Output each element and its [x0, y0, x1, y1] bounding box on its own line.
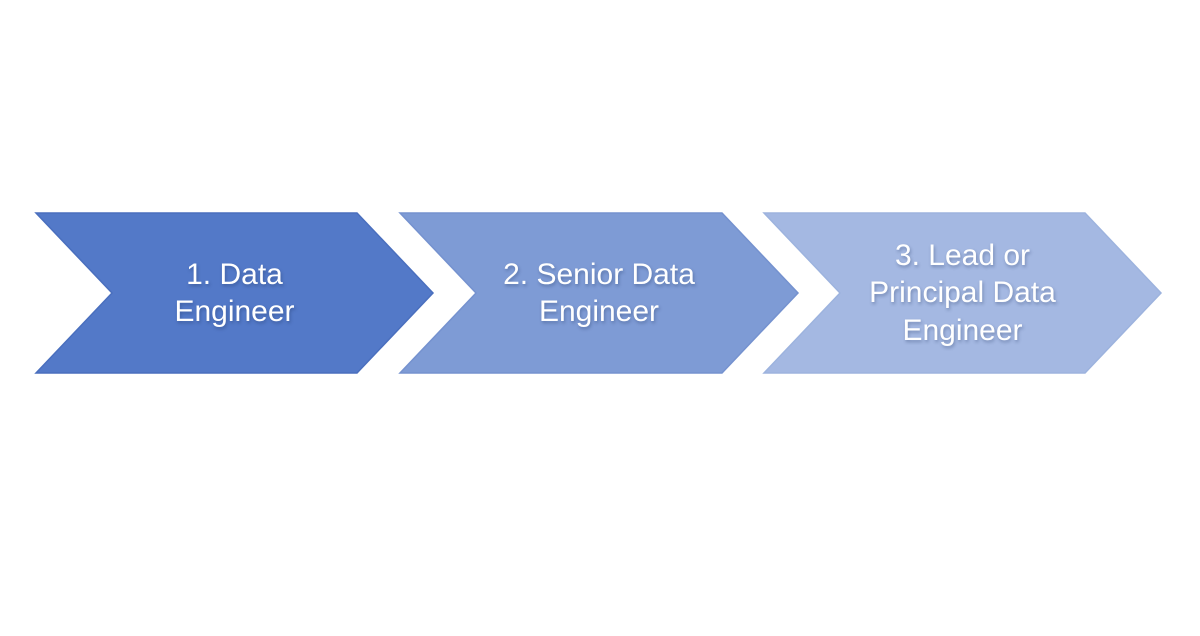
chevron-shape-step-1 [34, 212, 435, 374]
chevron-shape-step-3 [762, 212, 1163, 374]
chevron-shape-step-2 [398, 212, 800, 374]
